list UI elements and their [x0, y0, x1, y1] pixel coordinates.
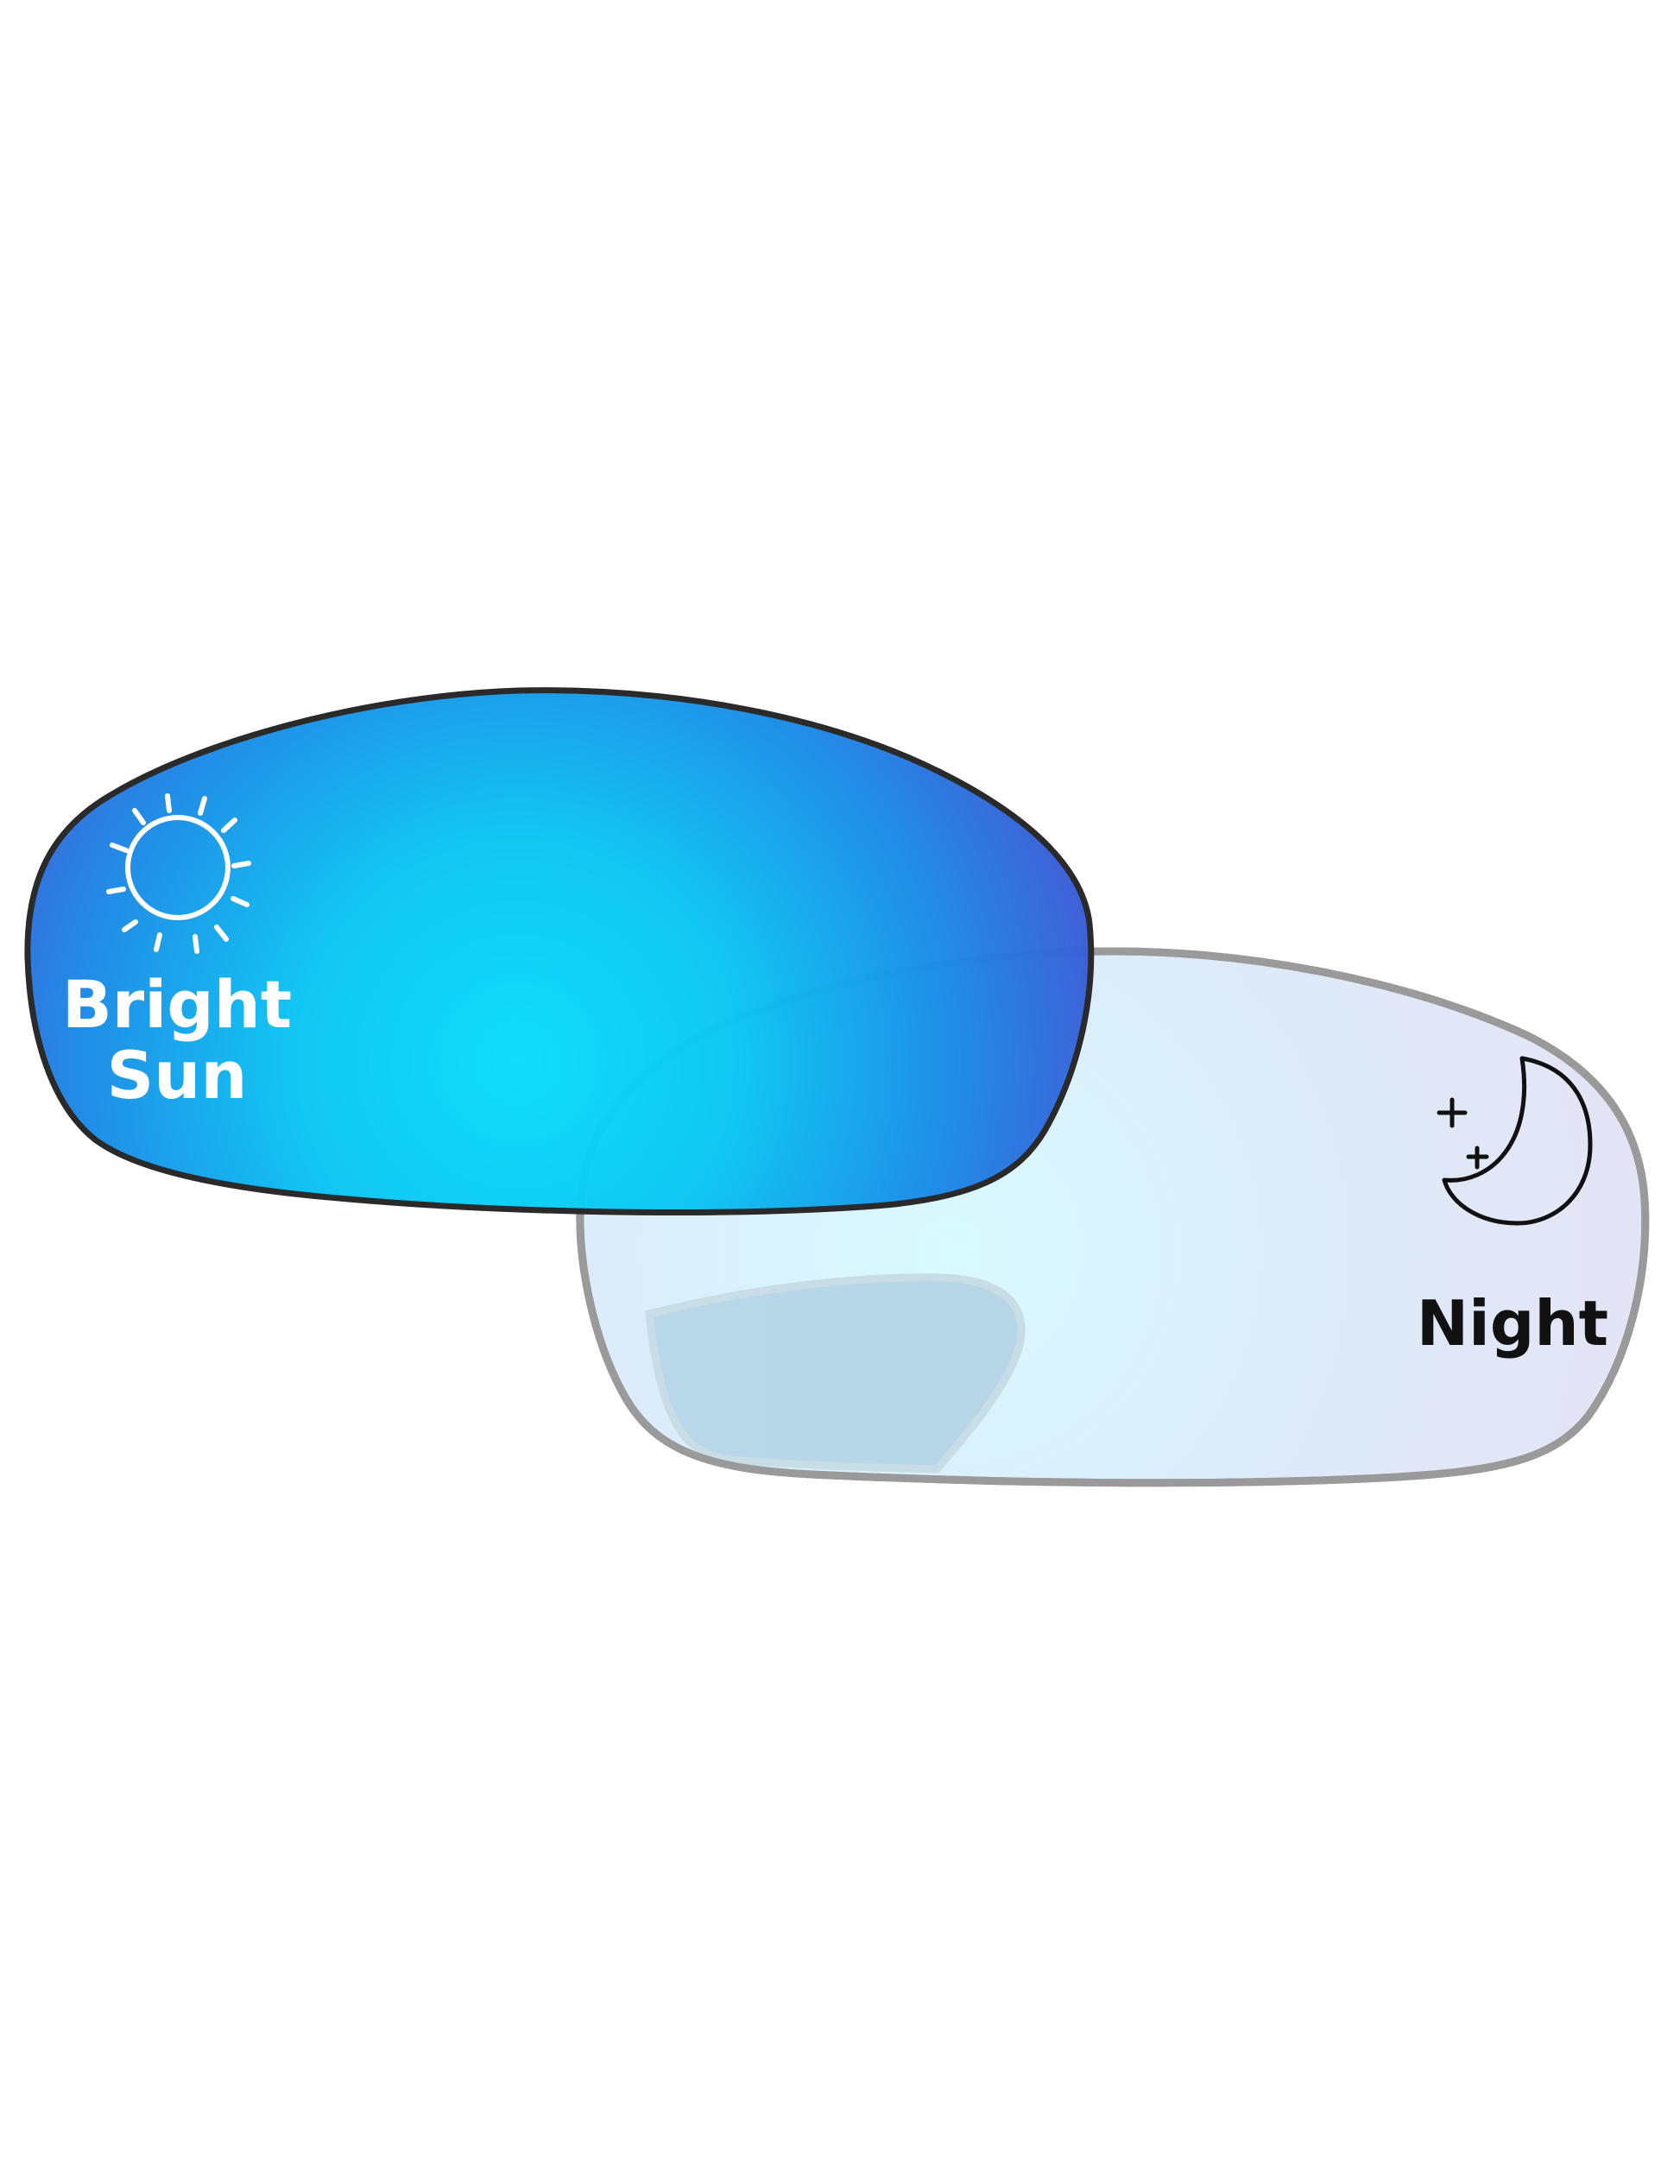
moon-icon [1442, 1056, 1593, 1226]
moon-stars-icon [1437, 1056, 1593, 1226]
bright-sun-lens-body [24, 687, 1095, 1215]
star-icon [1437, 1097, 1468, 1128]
star-icon [1466, 1146, 1489, 1170]
bifocal-segment [645, 1273, 1026, 1474]
night-label: Night [1417, 1287, 1608, 1360]
bright-sun-lens [24, 687, 1095, 1215]
sun-icon [106, 793, 251, 954]
bright-sun-label-line2: Sun [107, 1037, 248, 1114]
bright-sun-label-line1: Bright [62, 966, 292, 1043]
